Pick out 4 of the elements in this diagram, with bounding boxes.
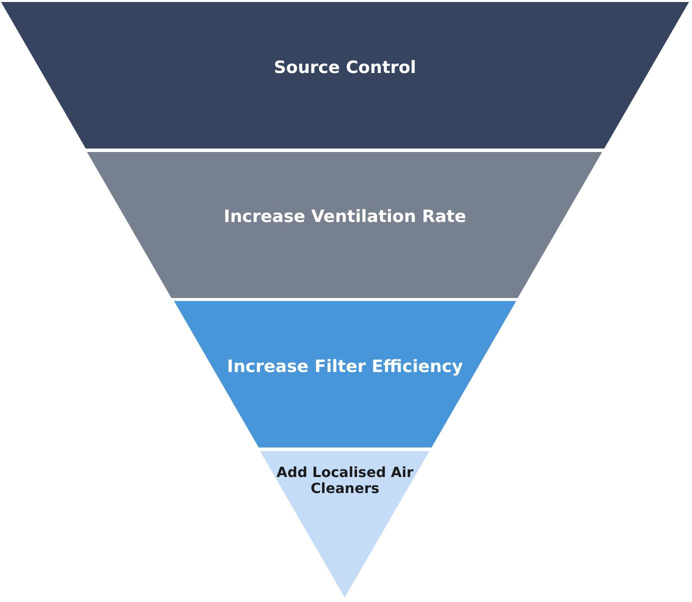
level-label: Source Control <box>272 58 418 78</box>
level-label: Increase Ventilation Rate <box>222 207 468 228</box>
level-label: Increase Filter Efficiency <box>226 356 464 377</box>
level-label: Add Localised Air Cleaners <box>276 465 414 498</box>
